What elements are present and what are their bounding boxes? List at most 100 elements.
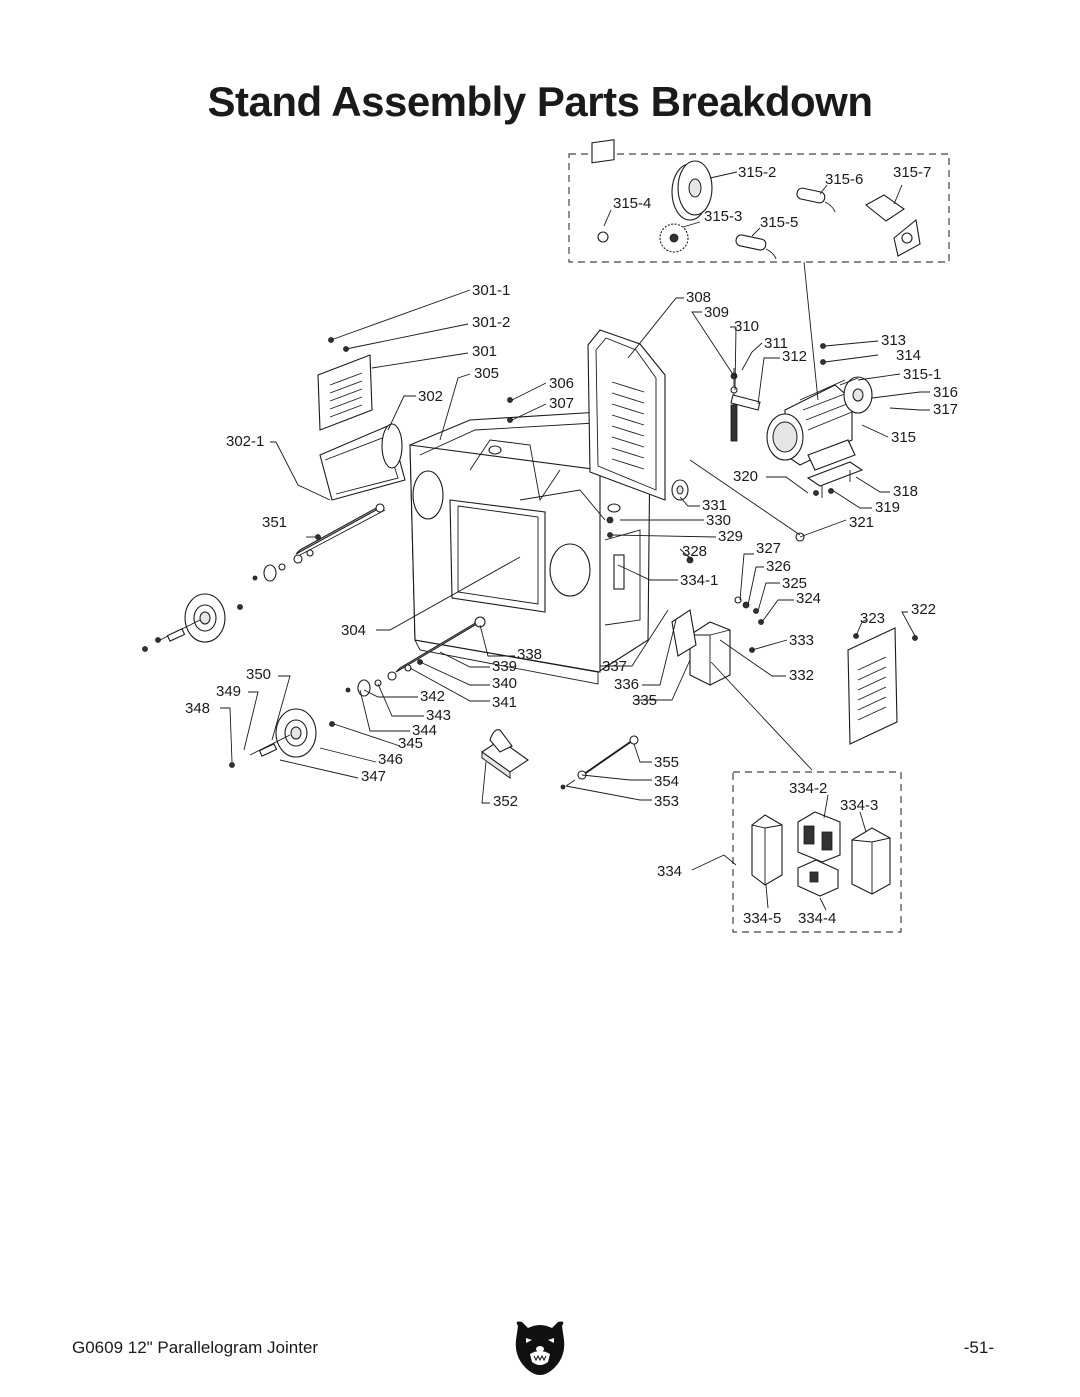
callout-315-2: 315-2 bbox=[738, 164, 776, 181]
callout-labels: 315-2 315-6 315-7 315-4 315-3 315-5 301-… bbox=[185, 164, 958, 927]
motor-315 bbox=[766, 376, 873, 471]
callout-311: 311 bbox=[764, 335, 788, 352]
callout-352: 352 bbox=[493, 793, 518, 810]
callout-330: 330 bbox=[706, 512, 731, 529]
callout-307: 307 bbox=[549, 395, 574, 412]
callout-345: 345 bbox=[398, 735, 423, 752]
part-334-4-overload bbox=[797, 859, 839, 897]
callout-340: 340 bbox=[492, 675, 517, 692]
dust-chute-302 bbox=[319, 423, 406, 501]
callout-329: 329 bbox=[718, 528, 743, 545]
callout-335: 335 bbox=[632, 692, 657, 709]
callout-334-4: 334-4 bbox=[798, 910, 836, 927]
part-315-2-fan bbox=[671, 160, 713, 221]
callout-313: 313 bbox=[881, 332, 906, 349]
part-315-5-capacitor bbox=[735, 234, 777, 260]
callout-315-6: 315-6 bbox=[825, 171, 863, 188]
part-315-6-capacitor bbox=[796, 187, 836, 213]
callout-346: 346 bbox=[378, 751, 403, 768]
side-panel-323 bbox=[847, 627, 918, 745]
callout-304: 304 bbox=[341, 622, 366, 639]
callout-341: 341 bbox=[492, 694, 517, 711]
motor-mount-318 bbox=[806, 461, 864, 498]
lower-shaft-assembly bbox=[229, 616, 486, 768]
callout-323: 323 bbox=[860, 610, 885, 627]
leader-lines bbox=[220, 261, 930, 804]
callout-354: 354 bbox=[654, 773, 679, 790]
push-block-352 bbox=[481, 729, 529, 779]
callout-348: 348 bbox=[185, 700, 210, 717]
callout-317: 317 bbox=[933, 401, 958, 418]
manual-title: G0609 12" Parallelogram Jointer bbox=[72, 1338, 319, 1357]
callout-334: 334 bbox=[657, 863, 682, 880]
page-title: Stand Assembly Parts Breakdown bbox=[207, 78, 874, 125]
callout-316: 316 bbox=[933, 384, 958, 401]
motor-detail-box bbox=[568, 139, 950, 263]
callout-324: 324 bbox=[796, 590, 821, 607]
back-panel-louvers bbox=[611, 381, 645, 470]
callout-315-1: 315-1 bbox=[903, 366, 941, 383]
part-315-4-bearing bbox=[591, 139, 615, 243]
part-334-2-contactor bbox=[797, 811, 841, 863]
callout-301-1: 301-1 bbox=[472, 282, 510, 299]
rod-assembly-353 bbox=[560, 735, 639, 790]
callout-306: 306 bbox=[549, 375, 574, 392]
page-number: -51- bbox=[963, 1338, 994, 1357]
callout-327: 327 bbox=[756, 540, 781, 557]
callout-344: 344 bbox=[412, 722, 437, 739]
callout-322: 322 bbox=[911, 601, 936, 618]
callout-332: 332 bbox=[789, 667, 814, 684]
callout-301-2: 301-2 bbox=[472, 314, 510, 331]
side-panel-301 bbox=[317, 337, 373, 431]
callout-351: 351 bbox=[262, 514, 287, 531]
callout-315: 315 bbox=[891, 429, 916, 446]
callout-302-1: 302-1 bbox=[226, 433, 264, 450]
callout-337: 337 bbox=[602, 658, 627, 675]
callout-325: 325 bbox=[782, 575, 807, 592]
callout-355: 355 bbox=[654, 754, 679, 771]
callout-338: 338 bbox=[517, 646, 542, 663]
upper-shaft-assembly bbox=[142, 503, 386, 652]
callout-319: 319 bbox=[875, 499, 900, 516]
callout-333: 333 bbox=[789, 632, 814, 649]
callout-353: 353 bbox=[654, 793, 679, 810]
back-panel bbox=[587, 329, 666, 501]
callout-350: 350 bbox=[246, 666, 271, 683]
callout-314: 314 bbox=[896, 347, 921, 364]
callout-347: 347 bbox=[361, 768, 386, 785]
callout-312: 312 bbox=[782, 348, 807, 365]
callout-321: 321 bbox=[849, 514, 874, 531]
callout-328: 328 bbox=[682, 543, 707, 560]
callout-310: 310 bbox=[734, 318, 759, 335]
callout-339: 339 bbox=[492, 658, 517, 675]
callout-334-3: 334-3 bbox=[840, 797, 878, 814]
callout-315-4: 315-4 bbox=[613, 195, 651, 212]
grizzly-bear-logo-icon bbox=[515, 1321, 565, 1375]
callout-343: 343 bbox=[426, 707, 451, 724]
callout-308: 308 bbox=[686, 289, 711, 306]
callout-349: 349 bbox=[216, 683, 241, 700]
callout-334-1: 334-1 bbox=[680, 572, 718, 589]
callout-334-2: 334-2 bbox=[789, 780, 827, 797]
pulley-331 bbox=[671, 479, 689, 501]
callout-305: 305 bbox=[474, 365, 499, 382]
callout-336: 336 bbox=[614, 676, 639, 693]
switch-detail-box bbox=[691, 771, 902, 933]
callout-315-5: 315-5 bbox=[760, 214, 798, 231]
callout-342: 342 bbox=[420, 688, 445, 705]
callout-302: 302 bbox=[418, 388, 443, 405]
callout-331: 331 bbox=[702, 497, 727, 514]
callout-320: 320 bbox=[733, 468, 758, 485]
callout-315-3: 315-3 bbox=[704, 208, 742, 225]
part-334-3-cover bbox=[851, 827, 891, 895]
part-315-7-junction-box bbox=[865, 194, 921, 257]
stand-cabinet bbox=[409, 411, 651, 685]
part-334-5-base bbox=[751, 814, 783, 886]
callout-301: 301 bbox=[472, 343, 497, 360]
callout-309: 309 bbox=[704, 304, 729, 321]
callout-326: 326 bbox=[766, 558, 791, 575]
callout-315-7: 315-7 bbox=[893, 164, 931, 181]
part-315-3-gear bbox=[659, 223, 689, 253]
callout-318: 318 bbox=[893, 483, 918, 500]
